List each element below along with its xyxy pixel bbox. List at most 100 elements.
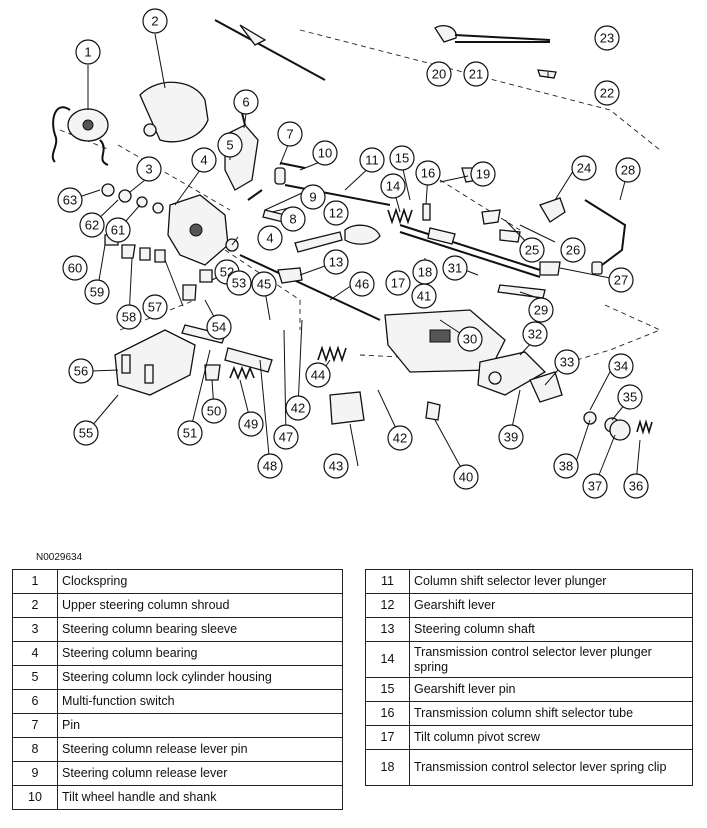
legend-description: Steering column bearing sleeve: [57, 617, 343, 642]
callout-label: 44: [311, 368, 325, 383]
callout-label: 46: [355, 277, 369, 292]
callout-label: 9: [309, 190, 316, 205]
callout-2: 2: [142, 8, 168, 34]
legend-number: 12: [365, 593, 410, 618]
callout-label: 41: [417, 289, 431, 304]
legend-number: 17: [365, 725, 410, 750]
upper-shroud-part: [139, 81, 209, 143]
legend-number: 6: [12, 689, 58, 714]
callout-label: 8: [289, 212, 296, 227]
callout-label: 50: [207, 404, 221, 419]
callout-label: 21: [469, 67, 483, 82]
legend-number: 7: [12, 713, 58, 738]
callout-25: 25: [519, 237, 545, 263]
callout-26: 26: [560, 237, 586, 263]
callout-label: 36: [629, 479, 643, 494]
callout-label: 35: [623, 390, 637, 405]
callout-label: 29: [534, 303, 548, 318]
callout-label: 58: [122, 310, 136, 325]
callout-label: 22: [600, 86, 614, 101]
legend-description: Steering column shaft: [409, 617, 693, 642]
legend-description: Gearshift lever: [409, 593, 693, 618]
callout-label: 12: [329, 206, 343, 221]
callout-5: 5: [217, 132, 243, 158]
callout-label: 54: [212, 320, 226, 335]
callout-44: 44: [305, 362, 331, 388]
callout-label: 11: [365, 153, 379, 168]
callout-label: 13: [329, 255, 343, 270]
callout-27: 27: [608, 267, 634, 293]
callout-47: 47: [273, 424, 299, 450]
legend-description: Pin: [57, 713, 343, 738]
callout-45: 45: [251, 271, 277, 297]
callout-58: 58: [116, 304, 142, 330]
callout-17: 17: [385, 270, 411, 296]
callout-41: 41: [411, 283, 437, 309]
callout-62: 62: [79, 212, 105, 238]
legend-number: 1: [12, 569, 58, 594]
legend-number: 4: [12, 641, 58, 666]
callout-label: 53: [232, 276, 246, 291]
callout-label: 10: [318, 146, 332, 161]
callout-label: 20: [432, 67, 446, 82]
callout-label: 57: [148, 300, 162, 315]
legend-description: Steering column release lever pin: [57, 737, 343, 762]
legend-number: 15: [365, 677, 410, 702]
callout-49: 49: [238, 411, 264, 437]
callout-46: 46: [349, 271, 375, 297]
callout-16: 16: [415, 160, 441, 186]
legend-number: 11: [365, 569, 410, 594]
legend-description: Steering column lock cylinder housing: [57, 665, 343, 690]
callout-12: 12: [323, 200, 349, 226]
callout-label: 55: [79, 426, 93, 441]
callout-label: 4: [266, 231, 273, 246]
callout-28: 28: [615, 157, 641, 183]
lower-shroud-part: [114, 329, 196, 396]
legend-description: Transmission control selector lever plun…: [409, 641, 693, 678]
callout-30: 30: [457, 326, 483, 352]
exploded-view-diagram: 1 2 3 4 4 5 6 7 8 9 10 11 12 13 14 15 16…: [51, 8, 662, 499]
callout-label: 27: [614, 273, 628, 288]
callout-31: 31: [442, 255, 468, 281]
callout-label: 42: [291, 401, 305, 416]
callout-label: 43: [329, 459, 343, 474]
callout-label: 37: [588, 479, 602, 494]
callout-label: 18: [418, 265, 432, 280]
callout-24: 24: [571, 155, 597, 181]
callout-label: 4: [200, 153, 207, 168]
callout-38: 38: [553, 453, 579, 479]
legend-description: Clockspring: [57, 569, 343, 594]
callout-label: 24: [577, 161, 591, 176]
legend-description: Gearshift lever pin: [409, 677, 693, 702]
gearshift-lever-part: [294, 231, 343, 253]
callout-label: 33: [560, 355, 574, 370]
callout-14: 14: [380, 173, 406, 199]
callout-label: 19: [476, 167, 490, 182]
legend-description: Transmission column shift selector tube: [409, 701, 693, 726]
legend-number: 5: [12, 665, 58, 690]
callout-19: 19: [470, 161, 496, 187]
shift-tube-part: [399, 224, 541, 271]
callout-label: 62: [85, 218, 99, 233]
callout-label: 34: [614, 359, 628, 374]
callout-label: 16: [421, 166, 435, 181]
legend-number: 14: [365, 641, 410, 678]
callout-9: 9: [300, 184, 326, 210]
callout-59: 59: [84, 279, 110, 305]
callout-18: 18: [412, 259, 438, 285]
callout-label: 2: [151, 14, 158, 29]
callout-label: 5: [226, 138, 233, 153]
